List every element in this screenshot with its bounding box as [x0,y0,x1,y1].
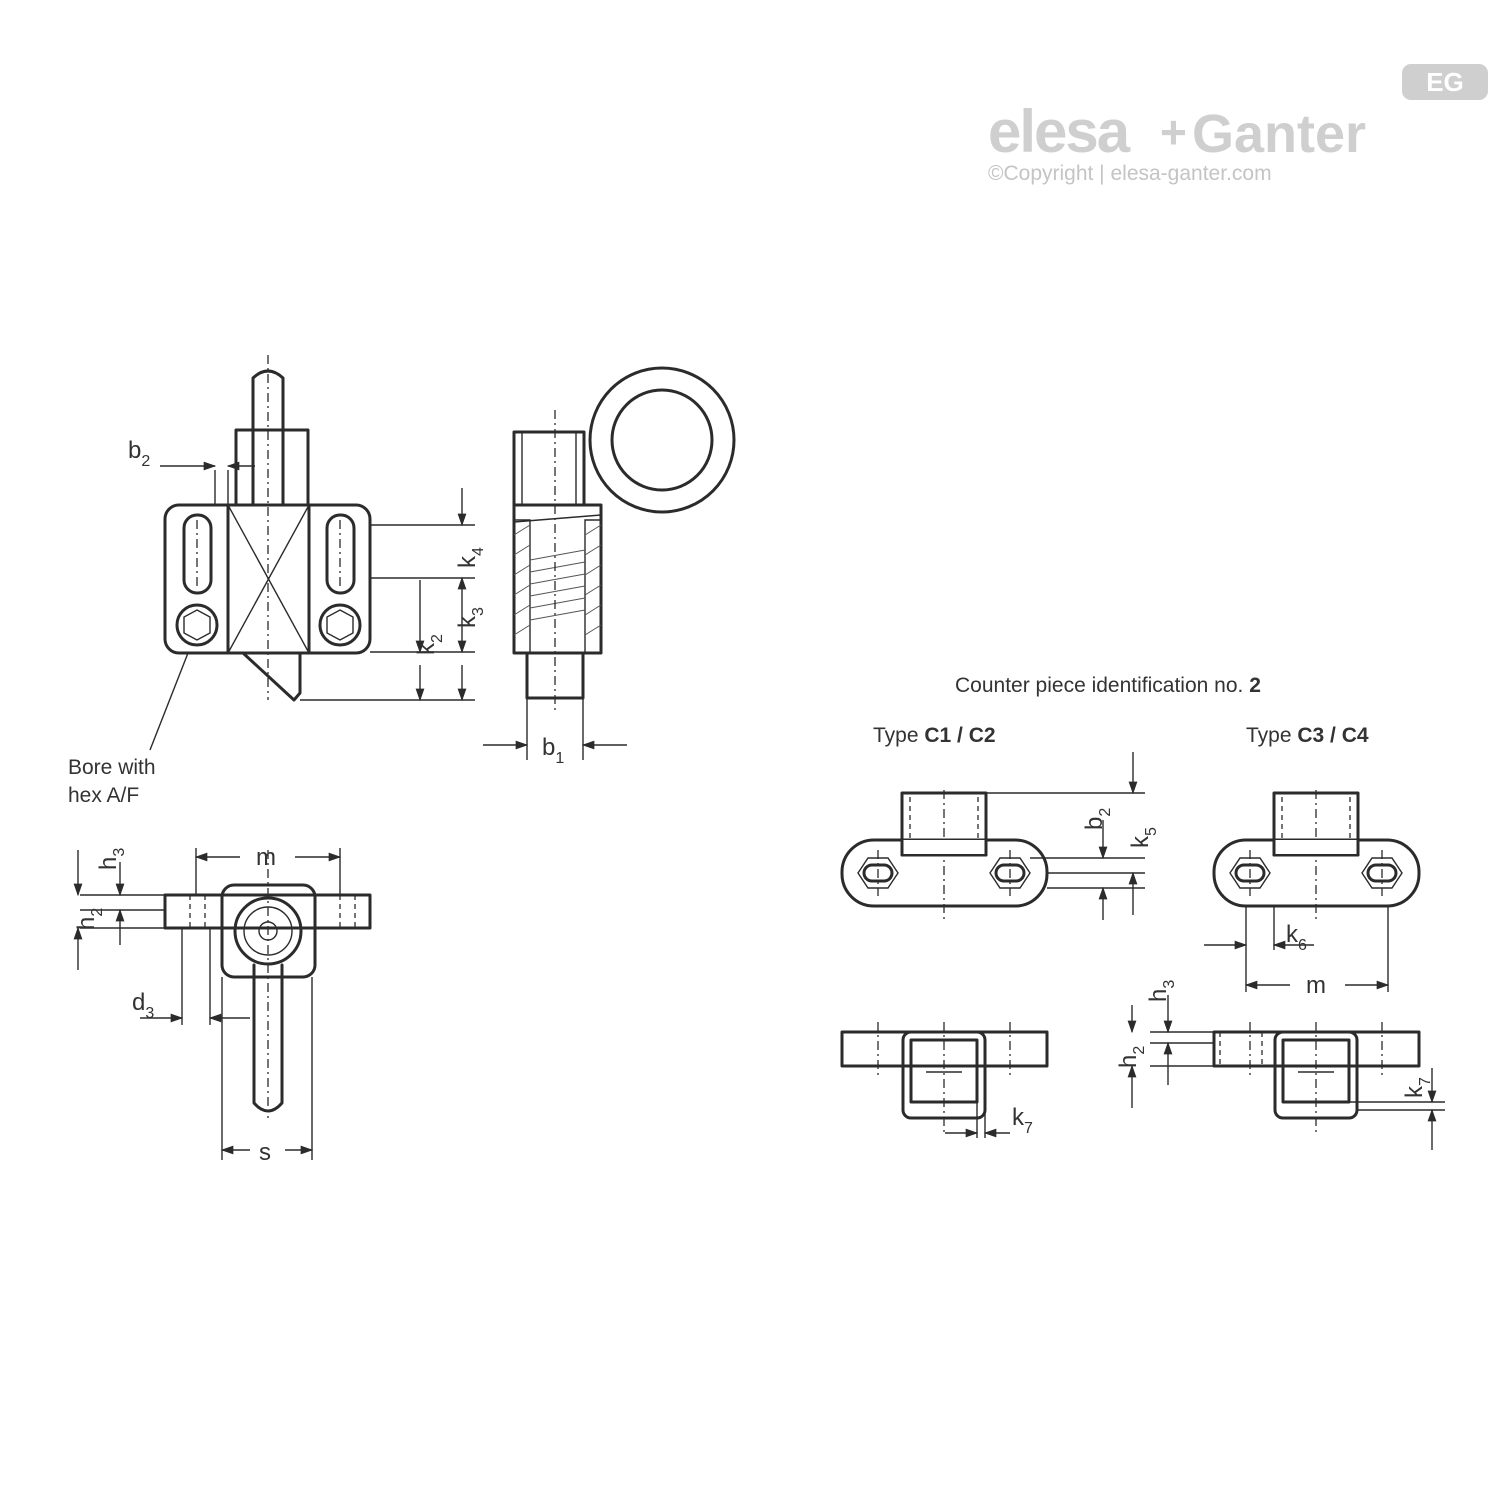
dim-m: m [256,844,276,871]
dim-k5: k5 [1127,827,1160,848]
dim-d3: d3 [132,989,154,1022]
c3-c4-top-view [1127,995,1445,1150]
counter-piece-title: Counter piece identification no. 2 [955,674,1261,697]
spring-hatch [513,524,602,636]
dim-k6: k6 [1286,921,1307,954]
copyright-text: ©Copyright | elesa-ganter.com [988,162,1272,185]
dim-k3: k3 [454,607,487,628]
dim-k7-c34: k7 [1401,1077,1434,1098]
c1-c2-top-view [840,1022,1049,1138]
bore-note-line1: Bore with [68,756,156,779]
dim-b1: b1 [542,734,564,767]
dim-s: s [259,1139,271,1166]
eg-badge-text: EG [1426,67,1464,97]
type-c3-c4-label: Type C3 / C4 [1246,724,1369,747]
logo-plus: + [1160,106,1187,158]
c3-c4-front-view [1204,790,1421,992]
dim-h3: h3 [95,848,128,870]
front-view [149,355,475,751]
type-c1-c2-label: Type C1 / C2 [873,724,996,747]
bore-note-line2: hex A/F [68,784,139,807]
dim-k7-c12: k7 [1012,1104,1033,1137]
dim-b2: b2 [128,437,150,470]
dim-k2: k2 [413,634,446,655]
dim-h2: h2 [73,908,106,930]
eg-badge [1402,64,1488,100]
dim-cp-h2: h2 [1115,1046,1148,1068]
c1-c2-front-view [840,752,1145,920]
logo-ganter: Ganter [1192,104,1366,164]
top-view [73,848,372,1160]
logo-elesa: elesa [988,98,1131,165]
dim-cp-h3: h3 [1145,980,1178,1002]
dim-cp-b2: b2 [1081,808,1114,830]
brand-logo: elesa + Ganter EG ©Copyright | elesa-gan… [988,64,1488,185]
side-view [483,366,736,760]
dim-k4: k4 [454,547,487,568]
dim-cp-m: m [1306,972,1326,999]
